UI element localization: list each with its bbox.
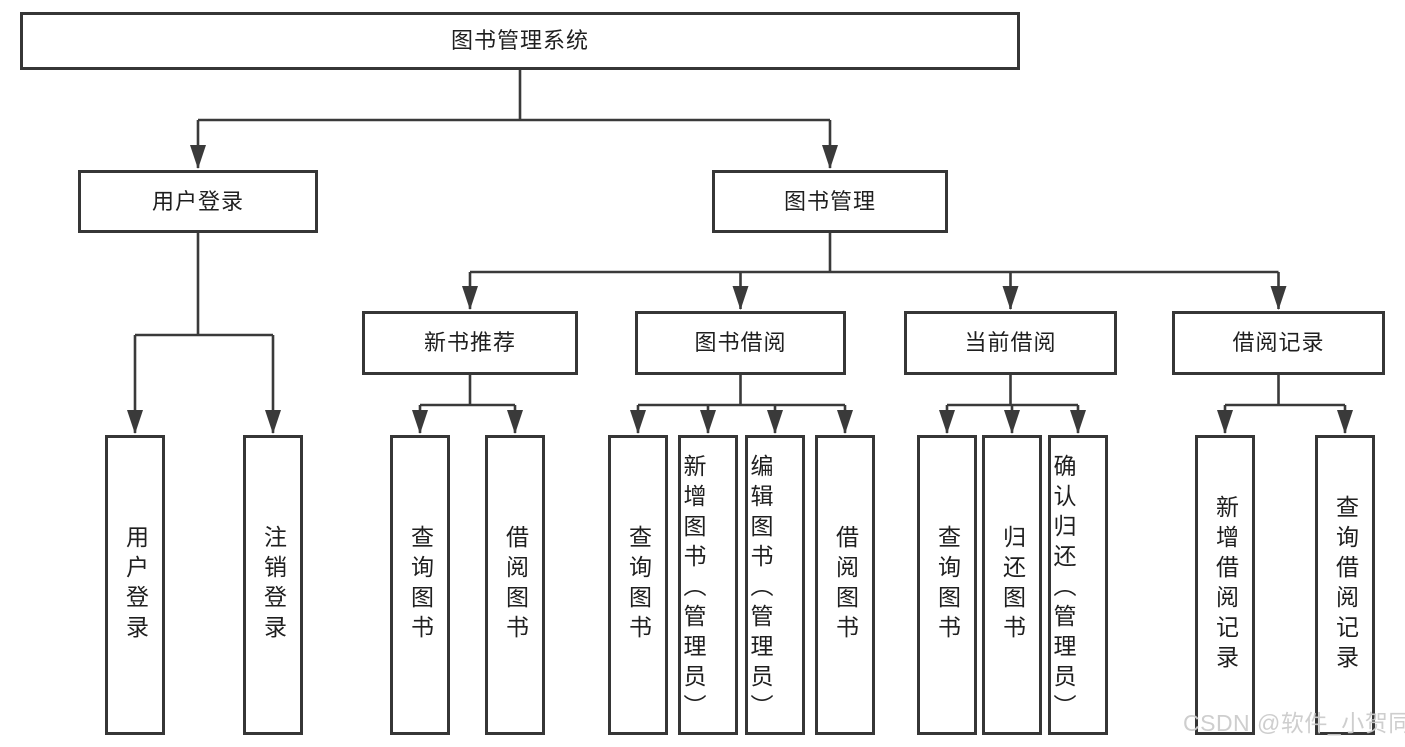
node-label-book-mgmt: 图书管理 xyxy=(783,188,876,214)
node-label-leaf-bb-borrow: 借阅图书 xyxy=(832,525,859,645)
node-leaf-bb-edit: 编辑图书（管理员） xyxy=(745,435,805,735)
node-leaf-br-query: 查询借阅记录 xyxy=(1315,435,1375,735)
node-label-user-login: 用户登录 xyxy=(151,188,244,214)
node-root: 图书管理系统 xyxy=(20,12,1020,70)
node-label-borrow-records: 借阅记录 xyxy=(1232,330,1325,355)
node-new-book: 新书推荐 xyxy=(362,311,578,375)
node-label-leaf-br-query: 查询借阅记录 xyxy=(1332,495,1359,675)
node-label-new-book: 新书推荐 xyxy=(423,330,516,355)
node-leaf-nb-borrow: 借阅图书 xyxy=(485,435,545,735)
node-leaf-logout: 注销登录 xyxy=(243,435,303,735)
node-label-leaf-cb-confirm: 确认归还（管理员） xyxy=(1050,453,1076,724)
node-label-leaf-bb-query: 查询图书 xyxy=(625,525,652,645)
node-label-leaf-cb-return: 归还图书 xyxy=(999,525,1026,645)
node-leaf-login: 用户登录 xyxy=(105,435,165,735)
node-book-borrow: 图书借阅 xyxy=(635,311,846,375)
node-label-leaf-logout: 注销登录 xyxy=(260,525,287,645)
node-label-leaf-bb-add: 新增图书（管理员） xyxy=(680,453,706,724)
node-leaf-cb-confirm: 确认归还（管理员） xyxy=(1048,435,1108,735)
node-book-mgmt: 图书管理 xyxy=(712,170,948,233)
node-label-leaf-nb-borrow: 借阅图书 xyxy=(502,525,529,645)
node-label-leaf-cb-query: 查询图书 xyxy=(934,525,961,645)
node-user-login: 用户登录 xyxy=(78,170,318,233)
node-borrow-records: 借阅记录 xyxy=(1172,311,1385,375)
node-leaf-cb-query: 查询图书 xyxy=(917,435,977,735)
node-label-leaf-nb-query: 查询图书 xyxy=(407,525,434,645)
node-leaf-bb-query: 查询图书 xyxy=(608,435,668,735)
node-current-borrow: 当前借阅 xyxy=(904,311,1117,375)
node-label-leaf-login: 用户登录 xyxy=(122,525,149,645)
node-leaf-nb-query: 查询图书 xyxy=(390,435,450,735)
node-leaf-bb-borrow: 借阅图书 xyxy=(815,435,875,735)
node-label-book-borrow: 图书借阅 xyxy=(694,330,787,355)
node-label-leaf-bb-edit: 编辑图书（管理员） xyxy=(747,453,773,724)
node-label-leaf-br-add: 新增借阅记录 xyxy=(1212,495,1239,675)
node-leaf-cb-return: 归还图书 xyxy=(982,435,1042,735)
node-label-current-borrow: 当前借阅 xyxy=(964,330,1057,355)
node-label-root: 图书管理系统 xyxy=(450,28,589,53)
watermark: CSDN @软件_小贺同学 xyxy=(1183,710,1405,736)
node-leaf-bb-add: 新增图书（管理员） xyxy=(678,435,738,735)
node-leaf-br-add: 新增借阅记录 xyxy=(1195,435,1255,735)
